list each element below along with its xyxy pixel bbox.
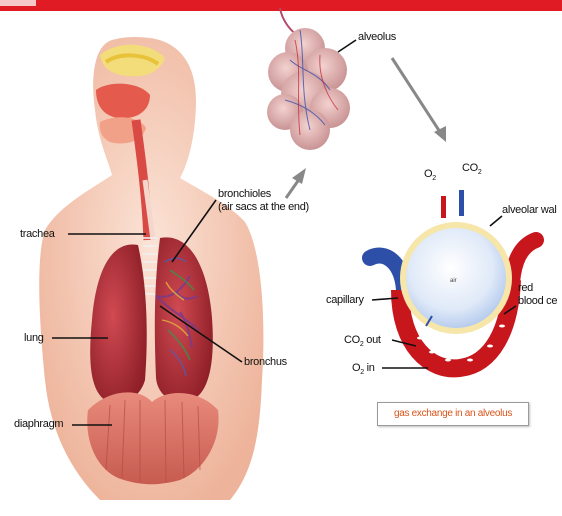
caption-text: gas exchange in an alveolus <box>378 403 528 425</box>
label-red-blood-line2: blood ce <box>518 295 557 308</box>
label-red-blood-line1: red <box>518 282 557 295</box>
label-bronchioles-line1: bronchioles <box>218 188 309 201</box>
label-co2-out: CO2 out <box>344 334 381 351</box>
label-bronchioles: bronchioles (air sacs at the end) <box>218 188 309 214</box>
label-o2-in: O2 in <box>352 362 375 379</box>
label-co2-sub: 2 <box>478 169 482 176</box>
caption-box: gas exchange in an alveolus <box>377 402 529 426</box>
alveolus-cluster <box>267 8 350 150</box>
label-co2-out-main: CO <box>344 334 360 346</box>
label-bronchioles-line2: (air sacs at the end) <box>218 201 309 214</box>
svg-text:air: air <box>450 278 457 284</box>
label-red-blood-cell: red blood ce <box>518 282 557 308</box>
label-alveolus: alveolus <box>358 31 396 44</box>
label-co2-main: CO <box>462 162 478 174</box>
label-alveolar-wall: alveolar wal <box>502 204 556 217</box>
label-bronchus: bronchus <box>244 356 287 369</box>
label-trachea: trachea <box>20 228 55 241</box>
label-o2-in-suffix: in <box>364 362 375 374</box>
label-co2: CO2 <box>462 162 482 179</box>
label-lung: lung <box>24 332 44 345</box>
label-capillary: capillary <box>326 294 364 307</box>
label-o2: O2 <box>424 168 436 185</box>
label-diaphragm: diaphragm <box>14 418 63 431</box>
label-o2-sub: 2 <box>432 175 436 182</box>
label-co2-out-suffix: out <box>364 334 381 346</box>
